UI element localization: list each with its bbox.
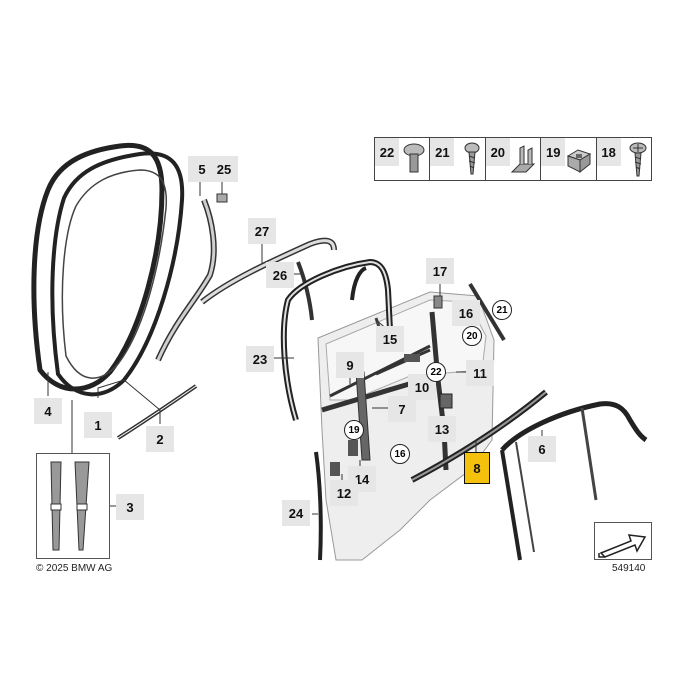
copyright-text: © 2025 BMW AG: [36, 563, 113, 574]
part-number: 19: [541, 138, 566, 166]
hardware-part-18[interactable]: 18: [596, 138, 651, 180]
part-number: 18: [596, 138, 621, 166]
hardware-parts-table: 22 21 20 19: [374, 137, 652, 181]
rivet-screw-icon: [403, 143, 425, 173]
part-label-6[interactable]: 6: [528, 436, 556, 462]
part-label-7[interactable]: 7: [388, 396, 416, 422]
diagram-number: 549140: [612, 563, 646, 574]
part-label-23[interactable]: 23: [246, 346, 274, 372]
hardware-part-19[interactable]: 19: [541, 138, 597, 180]
circled-ref-16[interactable]: 16: [390, 444, 410, 464]
part-label-8[interactable]: 8: [464, 452, 490, 484]
circled-ref-20[interactable]: 20: [462, 326, 482, 346]
direction-arrow-icon: [598, 534, 647, 558]
part-label-15[interactable]: 15: [376, 326, 404, 352]
part-label-11[interactable]: 11: [466, 360, 494, 386]
hardware-part-20[interactable]: 20: [485, 138, 542, 180]
circled-ref-19[interactable]: 19: [344, 420, 364, 440]
part-label-4[interactable]: 4: [34, 398, 62, 424]
part-label-1[interactable]: 1: [84, 412, 112, 438]
part-label-25[interactable]: 25: [210, 156, 238, 182]
part-label-24[interactable]: 24: [282, 500, 310, 526]
part-label-3[interactable]: 3: [116, 494, 144, 520]
part-label-16[interactable]: 16: [452, 300, 480, 326]
part-number: 22: [375, 138, 399, 166]
part-label-27[interactable]: 27: [248, 218, 276, 244]
hardware-part-21[interactable]: 21: [430, 138, 486, 180]
part-label-9[interactable]: 9: [336, 352, 364, 378]
part-number: 21: [430, 138, 455, 166]
part-number: 20: [485, 138, 510, 166]
circled-ref-22[interactable]: 22: [426, 362, 446, 382]
part-label-2[interactable]: 2: [146, 426, 174, 452]
orientation-box: [594, 522, 652, 560]
part-label-13[interactable]: 13: [428, 416, 456, 442]
tapping-screw-icon: [629, 142, 647, 177]
circled-ref-21[interactable]: 21: [492, 300, 512, 320]
screw-icon: [464, 142, 480, 175]
part-label-12[interactable]: 12: [330, 480, 358, 506]
hardware-part-22[interactable]: 22: [375, 138, 431, 180]
part-label-17[interactable]: 17: [426, 258, 454, 284]
bracket-icon: [511, 145, 536, 173]
part-label-26[interactable]: 26: [266, 262, 294, 288]
seal-section-detail: [50, 461, 90, 551]
detail-inset: [36, 453, 110, 559]
clip-icon: [566, 149, 591, 174]
